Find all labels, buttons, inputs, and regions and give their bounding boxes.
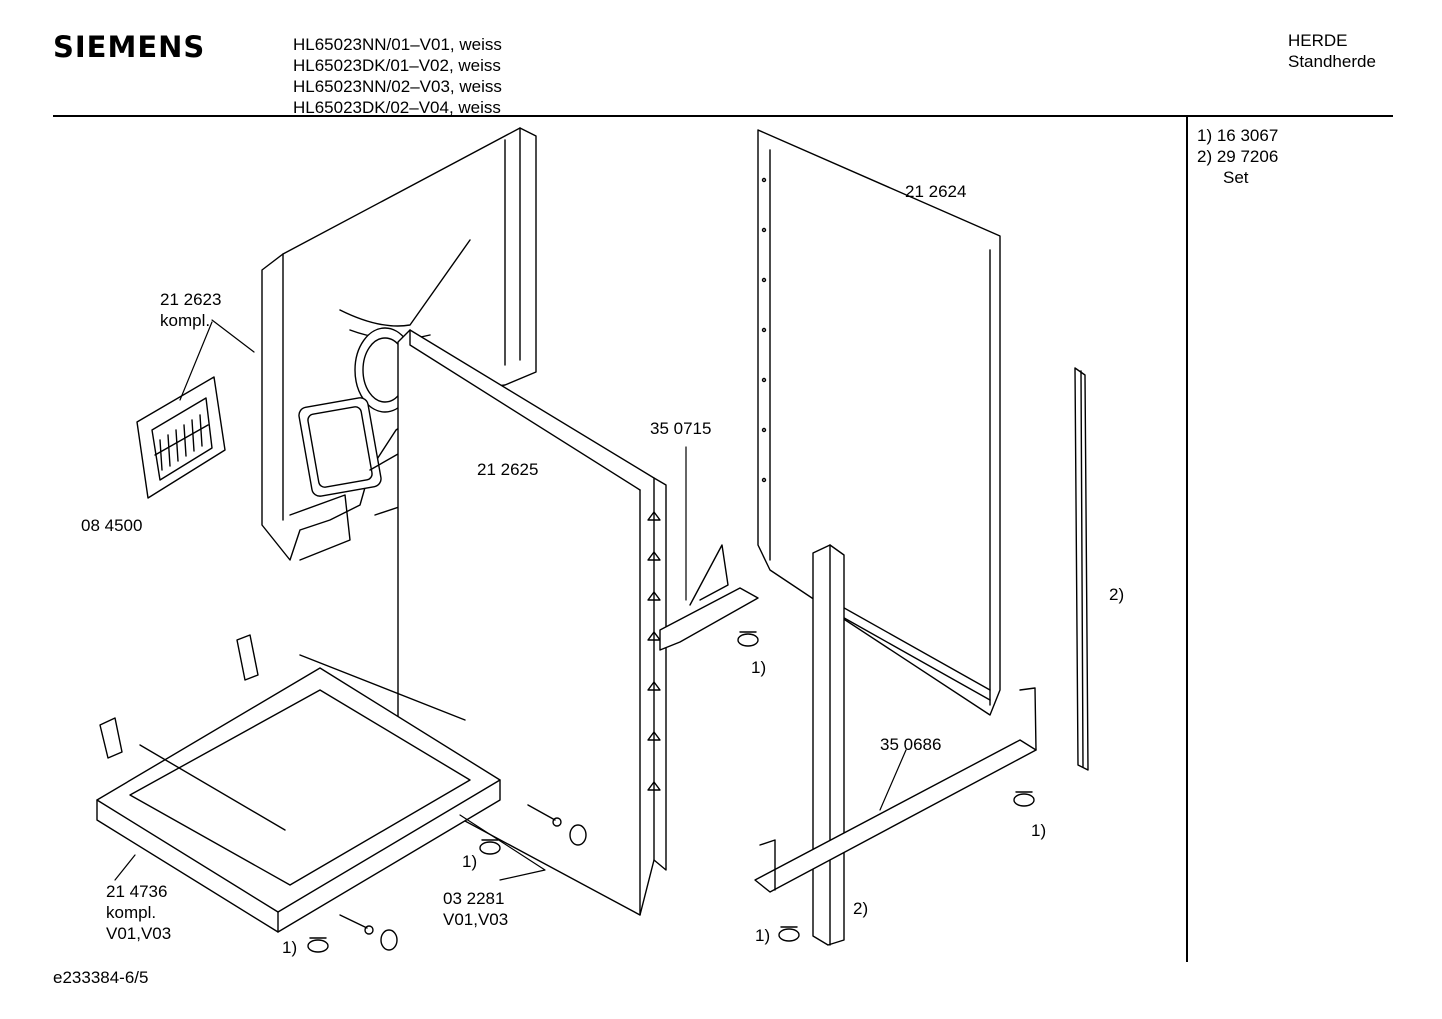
drawing-id: e233384-6/5 [53,968,149,987]
footnote-2: 2) 29 7206 [1197,147,1279,166]
callout-ref-2: 2) [1109,585,1125,604]
screws-caps [340,805,586,950]
part-label-212624: 21 2624 [905,182,967,201]
callout-ref-1: 1) [751,658,767,677]
model-list: HL65023NN/01–V01, weiss HL65023DK/01–V02… [293,34,502,118]
support-bracket [660,545,758,650]
bottom-crossbar [755,688,1036,892]
leveling-feet [308,632,1034,952]
callout-ref-1: 1) [755,926,771,945]
callout-ref-1: 1) [282,938,298,957]
part-label-212625: 21 2625 [477,460,539,479]
callout-ref-2: 2) [853,899,869,918]
base-frame [97,655,500,932]
model-line: HL65023DK/01–V02, weiss [293,56,501,75]
rear-grille [137,377,225,498]
footnote-legend: 1) 16 3067 2) 29 7206 Set [1197,125,1278,188]
product-category: HERDE Standherde [1288,30,1376,72]
header-divider [53,115,1393,117]
model-line: HL65023DK/02–V04, weiss [293,98,501,117]
part-label-214736: 21 4736 kompl. V01,V03 [106,882,172,943]
part-label-350715: 35 0715 [650,419,712,438]
part-label-084500: 08 4500 [81,516,143,535]
footnote-1: 1) 16 3067 [1197,126,1279,145]
side-panel-right [758,130,1000,715]
category-subtitle: Standherde [1288,52,1376,71]
brand-logo-text: SIEMENS [53,30,206,64]
model-line: HL65023NN/01–V01, weiss [293,35,502,54]
callout-ref-1: 1) [462,852,478,871]
part-label-212623: 21 2623 kompl. [160,290,222,330]
side-rail-vertical [1075,368,1088,770]
category-title: HERDE [1288,31,1348,50]
hinge-clips [100,635,258,758]
front-rail-vertical [813,545,844,945]
part-label-032281: 03 2281 V01,V03 [443,889,509,929]
part-label-350686: 35 0686 [880,735,942,754]
leader-lines [115,320,906,880]
model-line: HL65023NN/02–V03, weiss [293,77,502,96]
footnote-2-set: Set [1223,168,1249,187]
notes-divider [1186,117,1188,962]
callout-ref-1: 1) [1031,821,1047,840]
